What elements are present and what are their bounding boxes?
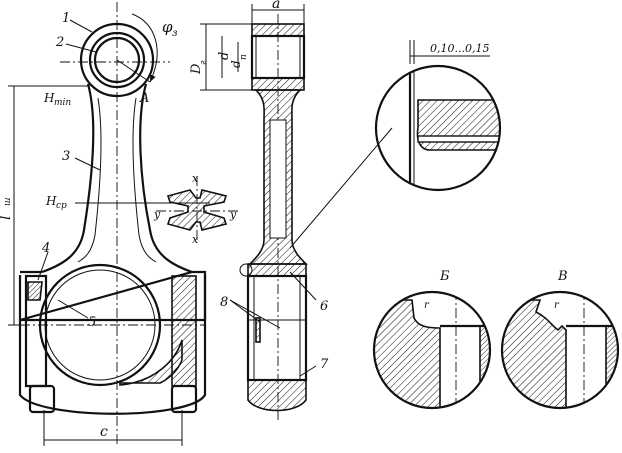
phi-arc (131, 13, 158, 83)
label-lw-sub: ш (3, 197, 13, 206)
leader-8a (229, 299, 261, 323)
label-phi-sub: з (172, 28, 177, 39)
bushing-inner (93, 36, 141, 84)
label-lw: l (0, 216, 14, 220)
label-part-5: 5 (88, 315, 96, 330)
beam-right-edge (139, 83, 193, 274)
rod-front-view: 1 2 3 4 5 φ з A H min H cp l ш c (0, 2, 210, 446)
detail-b-circle (372, 290, 492, 410)
detail-b-shell (479, 325, 489, 407)
leader-3 (74, 157, 101, 171)
label-hcp: H (45, 194, 57, 208)
leader-4 (37, 251, 49, 281)
label-axis-x-bottom: x (192, 233, 199, 246)
detail-clearance-shell (417, 135, 499, 143)
small-end-bore-side (250, 34, 306, 80)
detail-circle-marker (239, 263, 253, 277)
radius-to-a (116, 59, 151, 83)
leader-2 (65, 43, 97, 53)
detail-b: Б r (372, 269, 492, 410)
label-radius-v: r (554, 300, 560, 311)
label-part-3: 3 (62, 149, 70, 164)
label-hcp-sub: cp (56, 201, 67, 211)
label-dim-a: a (272, 0, 280, 12)
big-end-top-wall (247, 263, 307, 277)
bushing-outer (88, 31, 146, 89)
label-part-6: 6 (320, 299, 328, 314)
right-nut (170, 384, 198, 414)
small-end-bottom-wall (251, 77, 305, 91)
label-dim-dr-sub: г (199, 60, 209, 65)
label-dim-dr: D (189, 63, 204, 75)
beam-right-inner (132, 97, 157, 263)
label-clearance: 0,10...0,15 (430, 42, 489, 55)
label-detail-b: Б (439, 269, 450, 284)
cap-bottom-section (247, 379, 307, 412)
beam-web (269, 119, 287, 239)
beam-left-inner (77, 97, 102, 263)
label-part-7: 7 (320, 357, 329, 372)
label-point-a: A (139, 91, 149, 106)
label-part-2: 2 (55, 35, 64, 50)
label-detail-v: В (557, 269, 568, 284)
label-axis-y-right: y (229, 208, 237, 221)
big-end-cap (18, 275, 207, 415)
detail-leader (289, 127, 393, 249)
label-dim-d: d (217, 52, 232, 60)
leader-8b (229, 299, 281, 329)
detail-clearance: 0,10...0,15 (374, 40, 502, 192)
rod-side-view: a d d п D г 8 6 7 (189, 0, 393, 420)
label-axis-x-top: x (192, 172, 199, 185)
right-bolt-section (171, 275, 197, 387)
label-part-1: 1 (62, 11, 70, 26)
label-radius-b: r (424, 300, 430, 311)
beam-left-edge (41, 83, 95, 274)
i-beam-shape (166, 189, 228, 231)
leader-7 (299, 365, 317, 377)
label-hmin: H (43, 91, 55, 105)
label-part-4: 4 (41, 241, 50, 256)
label-dim-dn-sub: п (239, 54, 249, 60)
label-hmin-sub: min (54, 98, 71, 108)
big-end-bore (38, 263, 162, 387)
label-axis-y-left: y (153, 208, 161, 221)
leader-1 (69, 19, 93, 33)
label-dim-c: c (100, 424, 108, 440)
small-end-outer (79, 22, 155, 98)
i-beam-section: x x y y (153, 172, 238, 246)
label-dim-dn: d (229, 60, 243, 68)
lock-tab (255, 317, 261, 343)
small-end-top-wall (251, 23, 305, 37)
label-part-8: 8 (220, 295, 228, 310)
dowel-hatch (27, 281, 43, 301)
label-phi: φ (162, 18, 173, 36)
leader-5 (57, 299, 89, 319)
detail-v-circle (500, 290, 620, 410)
leader-6 (289, 271, 317, 301)
detail-v: В r (500, 269, 620, 410)
detail-clearance-circle (374, 64, 502, 192)
left-nut (28, 384, 56, 414)
